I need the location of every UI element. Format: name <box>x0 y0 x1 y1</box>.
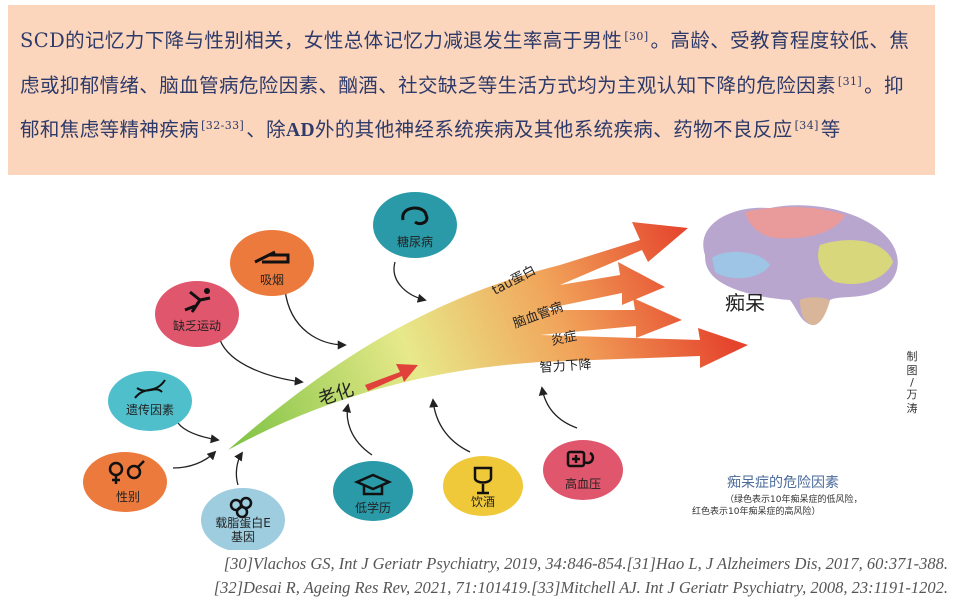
factor-label: 吸烟 <box>260 273 284 287</box>
factor-gender: 性别 <box>83 452 167 512</box>
factor-label: 性别 <box>116 490 140 504</box>
legend-note: 红色表示10年痴呆症的高风险） <box>692 505 820 517</box>
references: [30]Vlachos GS, Int J Geriatr Psychiatry… <box>214 552 948 600</box>
reference-line: [32]Desai R, Ageing Res Rev, 2021, 71:10… <box>213 578 948 597</box>
factor-label: 基因 <box>231 530 255 544</box>
branch-label: 炎症 <box>550 329 579 349</box>
blood-pressure-icon <box>566 450 595 468</box>
credit-char: 图 <box>907 364 918 377</box>
factor-label: 遗传因素 <box>126 402 174 417</box>
citation: [30] <box>624 30 649 43</box>
text-segment: 、除 <box>246 118 287 141</box>
text-segment: AD <box>286 120 315 141</box>
text-segment: SCD的记忆力下降与性别相关，女性总体记忆力减退发生率高于男性 <box>20 29 623 52</box>
factor-drinking: 饮酒 <box>443 456 523 516</box>
text-segment: 等 <box>820 118 841 141</box>
credit-char: 制 <box>907 350 918 363</box>
text-segment: 外的其他神经系统疾病及其他系统疾病、药物不良反应 <box>315 118 793 141</box>
wine-glass-icon <box>473 466 493 495</box>
citation: [32-33] <box>201 119 245 132</box>
credit-char: / <box>910 376 914 389</box>
credit-char: 涛 <box>907 401 918 415</box>
running-person-icon <box>184 290 211 313</box>
credit: 制 图 / 万 涛 <box>907 350 918 415</box>
aging-sweep <box>228 222 748 450</box>
citation: [34] <box>794 119 819 132</box>
factor-lack-of-exercise: 缺乏运动 <box>155 281 239 347</box>
factor-genetics: 遗传因素 <box>108 371 192 431</box>
legend-title: 痴呆症的危险因素 <box>727 475 839 491</box>
text-segment: 。高龄、受教育程度较低、焦虑或抑郁情绪、脑血管病危险因素、酗酒、社交缺乏等生活方… <box>20 29 910 97</box>
credit-char: 万 <box>907 388 918 401</box>
cigarette-icon <box>254 250 290 264</box>
factor-label: 缺乏运动 <box>173 318 221 333</box>
outcome-label: 痴呆 <box>725 291 765 315</box>
summary-text-box: SCD的记忆力下降与性别相关，女性总体记忆力减退发生率高于男性[30]。高龄、受… <box>8 5 935 175</box>
graduation-cap-icon <box>353 473 393 496</box>
factor-apoe-gene: 载脂蛋白E 基因 <box>201 488 285 550</box>
factor-diabetes: 糖尿病 <box>373 192 457 258</box>
factor-hypertension: 高血压 <box>543 440 623 500</box>
factor-label: 高血压 <box>565 476 601 491</box>
brain-illustration <box>703 205 898 326</box>
dna-icon <box>134 379 166 399</box>
influence-arrows <box>172 261 578 486</box>
reference-line: [30]Vlachos GS, Int J Geriatr Psychiatry… <box>223 554 948 573</box>
legend-note: （绿色表示10年痴呆症的低风险， <box>725 493 862 505</box>
branch-label: 智力下降 <box>539 357 592 376</box>
dementia-risk-diagram: 老化 tau蛋白 脑血管病 炎症 智力下降 糖尿病 吸烟 缺乏运动 遗传因素 <box>83 192 918 550</box>
factor-label: 低学历 <box>355 500 391 515</box>
factor-low-education: 低学历 <box>333 461 413 521</box>
gender-icon <box>108 460 145 484</box>
text-segment: 。抑郁和焦虑等精神疾病 <box>20 73 904 142</box>
aging-arrow-icon <box>365 364 418 391</box>
factor-label: 饮酒 <box>471 495 495 509</box>
factor-smoking: 吸烟 <box>230 230 314 296</box>
kidney-icon <box>401 206 429 226</box>
molecule-icon <box>229 496 253 519</box>
factor-label: 糖尿病 <box>397 234 433 249</box>
citation: [31] <box>837 74 863 88</box>
summary-paragraph: SCD的记忆力下降与性别相关，女性总体记忆力减退发生率高于男性[30]。高龄、受… <box>20 17 923 152</box>
factor-label: 载脂蛋白E <box>215 515 271 530</box>
